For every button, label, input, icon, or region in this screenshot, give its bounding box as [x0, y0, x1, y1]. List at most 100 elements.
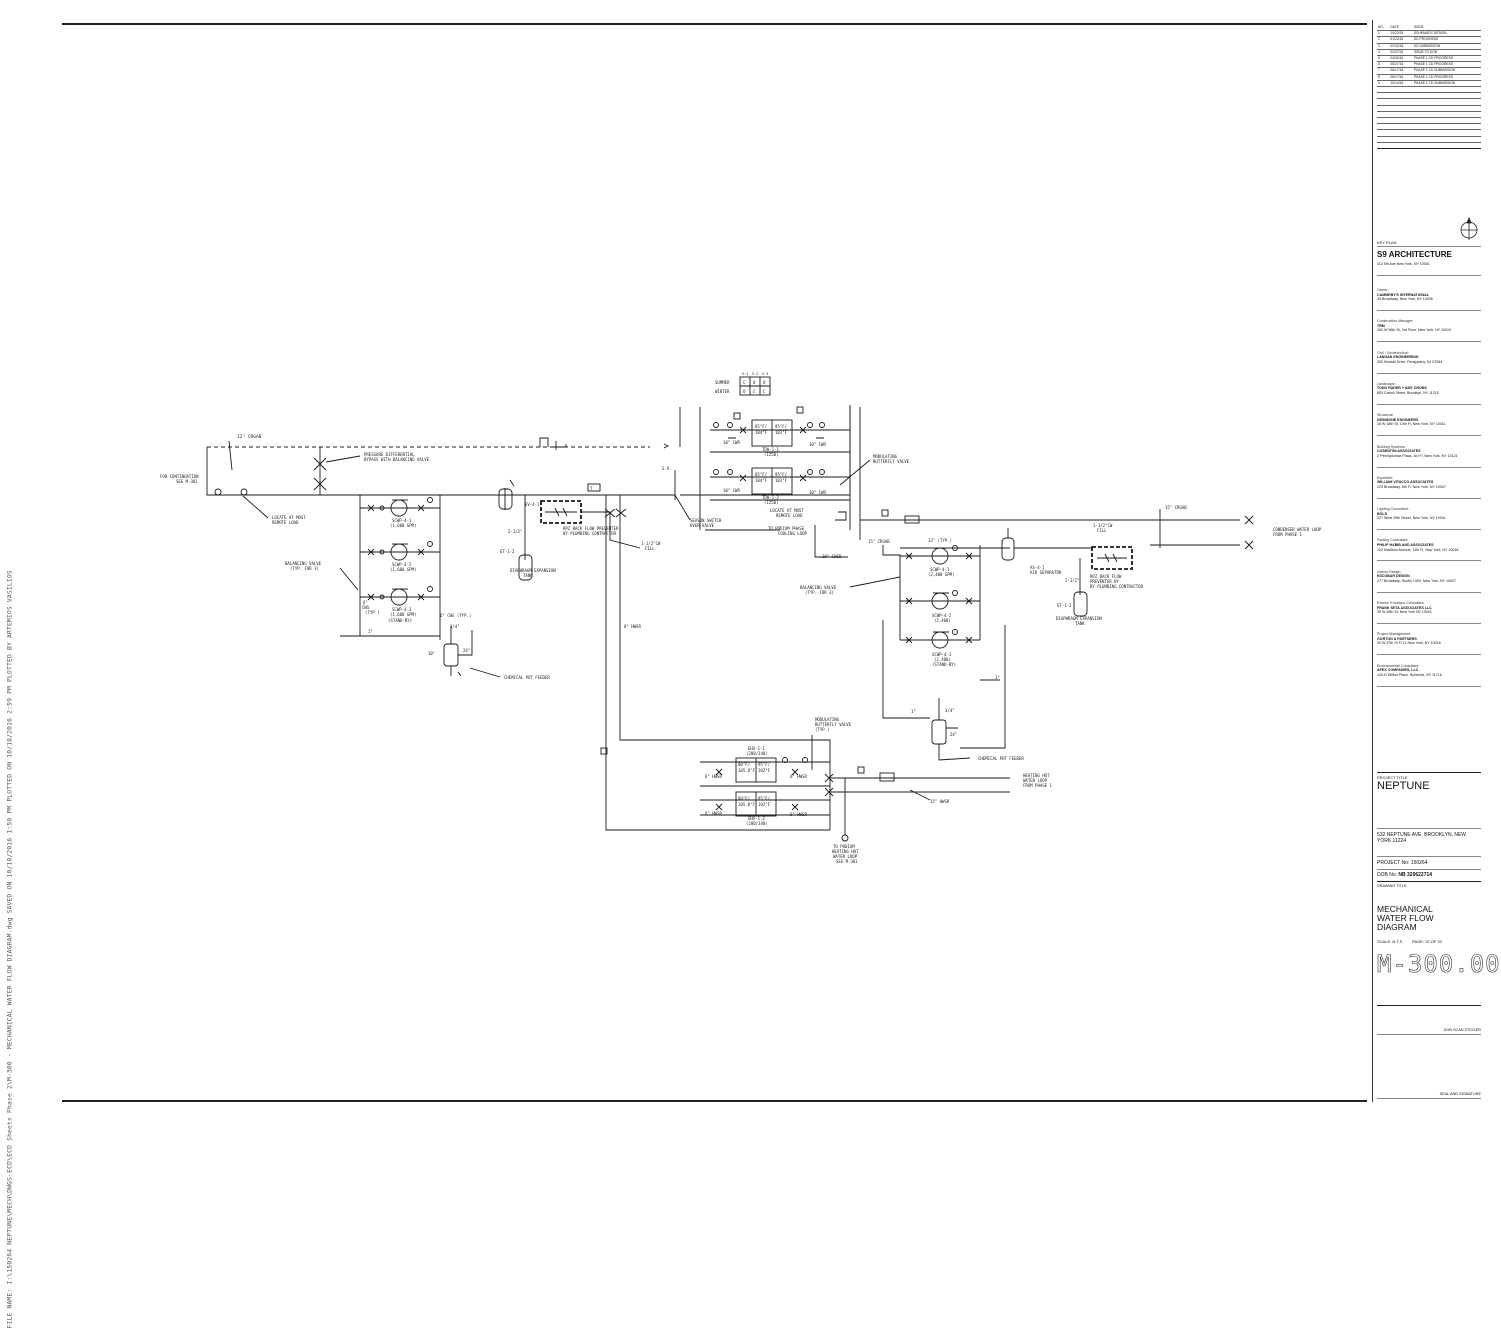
rev-date: 05/27/16: [1389, 61, 1413, 69]
to-podium-hw: TO PODIUM: [833, 844, 855, 849]
pump-scwp-b-2: SCWP-4-2 (2,400): [900, 590, 980, 623]
drawing-title: MECHANICAL WATER FLOW DIAGRAM: [1377, 905, 1481, 932]
dob-no-value: NB 320622714: [1398, 872, 1433, 878]
consultant-entry: Exterior Envelope Consultant:FRANK SETA …: [1377, 601, 1481, 615]
cell: O: [743, 389, 746, 394]
rev-no: 6: [1377, 61, 1390, 69]
consultant-name: LANGAN ENGINEERING: [1377, 355, 1419, 360]
heat-exchanger-tdh-1-1: 85°F/ 104°F 95°F/ 102°F TDH-1-1 (1250) 1…: [710, 406, 850, 457]
temp: 95°F/: [775, 424, 788, 429]
as-tag: AS-4-1: [1030, 565, 1045, 570]
rev-date: 06/17/16: [1389, 67, 1413, 75]
typ-label: (TYP.): [365, 610, 379, 615]
temp: 85°F/: [755, 472, 768, 477]
tag-box: [587, 483, 601, 492]
hot-water-hx-1: 80°F/ 105.8°F 95°F/ 102°F EHX-1-1 (280/3…: [700, 746, 830, 787]
consultant-address: 160 W 56th St, 3rd Floor, New York, NY 1…: [1377, 328, 1452, 333]
pump-scwp-a-2: SCWP-4-2 (1,600 GPM): [360, 541, 440, 572]
consultant-address: 45 Broadway, New York, NY 10006: [1377, 297, 1433, 302]
rev-issue: PHASE 1 CD PROGRESS: [1412, 61, 1481, 69]
gpm-label: (1,600 GPM): [390, 523, 417, 528]
temp: 85°F/: [755, 424, 768, 429]
revision-row-blank: [1377, 129, 1481, 137]
consultant-role: Construction Manager:: [1377, 319, 1414, 324]
rev-issue: PHASE 1 CD PROGRESS: [1412, 55, 1481, 63]
drawing-title-line-1: MECHANICAL: [1377, 904, 1433, 914]
sheet-border-top: [62, 23, 1367, 25]
consultant-role: Owner:: [1377, 288, 1389, 292]
rev-issue: PHASE 1 CD PROGRESS: [1412, 74, 1481, 81]
scwp-b-1-label: SCWP-4-1: [930, 567, 950, 572]
balancing-valve-label: BALANCING VALVE: [800, 585, 837, 590]
balancing-valve-typ: (TYP. FOR 3): [805, 590, 834, 595]
modulating-label-3: MODULATING: [815, 717, 840, 722]
temp: 104°F: [755, 430, 768, 435]
locate-remote-label: LOCATE AT MOST: [272, 515, 306, 520]
dob-no-label: DOB No:: [1377, 872, 1398, 878]
architect-name: S9 ARCHITECTURE: [1377, 250, 1452, 259]
standby-label: (STAND-BY): [932, 662, 956, 667]
pipe-size: 1": [368, 629, 373, 634]
temp: 102°F: [775, 478, 788, 483]
rev-no: 8: [1377, 74, 1390, 81]
consultant-role: Civil / Geotechnical:: [1377, 350, 1409, 355]
consultant-role: Parking Consultant:: [1377, 538, 1409, 543]
rev-no: 7: [1377, 67, 1390, 75]
loop-valve-icon: [1244, 515, 1254, 550]
v2-label: V-2: [752, 372, 758, 376]
modulating-label: MODULATING: [873, 454, 898, 459]
scwp-b-2-label: SCWP-4-2: [932, 613, 952, 618]
revision-row-blank: [1377, 123, 1481, 131]
cell: C: [763, 389, 766, 394]
page-label: PAGE:: [1412, 939, 1425, 944]
seal-label: SEAL AND SIGNATURE: [1439, 1092, 1481, 1096]
rev-issue: PHASE 1 CD SUBMISSION: [1412, 80, 1481, 88]
locate-remote-label-4: REMOTE LOAD: [776, 513, 803, 518]
v3-label: V-3: [762, 372, 768, 376]
valve-tag: EV-4-1: [525, 502, 540, 507]
rpz-box-right: [1091, 546, 1133, 570]
hx-tag: EHX-1-1: [748, 746, 765, 751]
et-tag: ET-1-2: [1057, 603, 1072, 608]
season-valve-table: SUMMER WINTER V-1 V-2 V-3 C O O O C C: [715, 372, 771, 396]
revision-row-blank: [1377, 98, 1481, 106]
consultant-address: 18 W 18th St, 10th Fl, New York, NY 1001…: [1377, 422, 1446, 427]
diaphragm-label: DIAPHRAGM EXPANSION: [510, 568, 556, 573]
modulating-label-4: BUTTERFLY VALVE: [815, 722, 852, 727]
fill-size: 1-1/2"CW: [1093, 523, 1113, 528]
consultant-role: Building Systems:: [1377, 444, 1406, 449]
rev-date: 04/02/16: [1389, 55, 1413, 63]
to-podium-hw-3: WATER LOOP: [833, 854, 858, 859]
project-no-label: PROJECT No:: [1377, 860, 1410, 866]
rev-col-issue: ISSUE: [1412, 25, 1481, 32]
consultant-role: Exterior Envelope Consultant:: [1377, 601, 1425, 605]
consultant-role: Lighting Consultant:: [1377, 507, 1409, 512]
consultant-name: APEX COMPANIES, LLC: [1377, 668, 1419, 673]
cws-label: CWS: [362, 605, 370, 610]
pipe-label: 10" CWR: [723, 488, 740, 493]
consultant-address: 853 Carroll Street, Brooklyn, NY 11215: [1377, 391, 1439, 396]
consultant-address: 227 West 29th Street, New York, NY 10001: [1377, 516, 1446, 521]
pot-size: 24": [463, 648, 470, 653]
rev-date: 08/17/16: [1389, 74, 1413, 81]
as-label: AIR SEPARATOR: [1030, 570, 1062, 575]
gpm-label: (2,400 GPM): [928, 572, 955, 577]
scwp-a-2-label: SCWP-4-2: [392, 562, 412, 567]
consultant-name: DESIMONE ENGINEERS: [1377, 417, 1419, 422]
heating-loop-label-3: FROM PHASE 1: [1023, 783, 1052, 788]
rev-no: 3: [1377, 43, 1390, 50]
cell: C: [753, 389, 756, 394]
pipe-label: 10" CWR: [723, 440, 740, 445]
hx-gpm: (280/340): [746, 821, 768, 826]
sheet-border-bottom: [62, 1100, 1367, 1102]
rpz-label: RPZ BACK FLOW PREVENTER: [563, 526, 619, 531]
rpz-label-2: BY PLUMBING CONTRACTOR: [563, 531, 617, 536]
scale-value: N.T.S.: [1392, 939, 1404, 944]
consultant-role: Environmental Consultant:: [1377, 663, 1420, 668]
drawing-title-line-3: DIAGRAM: [1377, 922, 1417, 932]
hx-tag: TDH-1-2: [762, 495, 779, 500]
locate-remote-label-2: REMOTE LOAD: [272, 520, 299, 525]
